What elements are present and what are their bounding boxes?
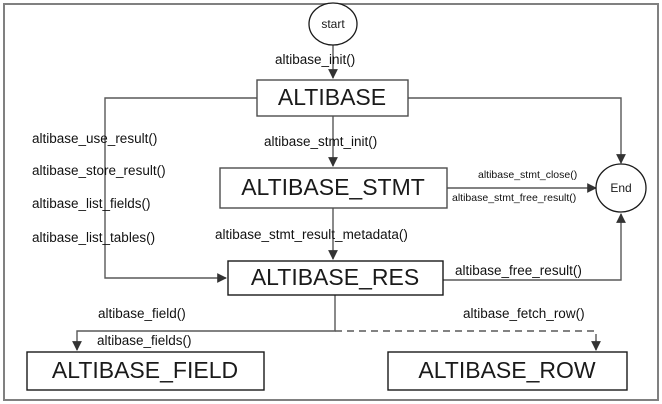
edge-altibase-to-res-left <box>104 97 257 283</box>
end-terminal-label: End <box>610 181 631 195</box>
node-altibase-row <box>387 351 628 391</box>
edge-label-list-fields: altibase_list_fields() <box>32 196 151 211</box>
node-altibase-res <box>227 260 444 296</box>
edge-label-stmt-init: altibase_stmt_init() <box>264 134 377 149</box>
edge-altibase-to-end <box>408 97 626 164</box>
edge-label-field: altibase_field() <box>98 306 186 321</box>
node-altibase-field-label: ALTIBASE_FIELD <box>52 357 238 383</box>
end-terminal <box>595 163 647 213</box>
node-altibase-res-label: ALTIBASE_RES <box>251 264 419 290</box>
node-altibase-stmt-label: ALTIBASE_STMT <box>241 174 425 200</box>
start-terminal <box>308 2 358 46</box>
node-altibase-row-label: ALTIBASE_ROW <box>418 357 596 383</box>
edge-label-use-result: altibase_use_result() <box>32 131 157 146</box>
edge-res-to-row-dashed <box>335 330 597 343</box>
start-terminal-label: start <box>321 17 345 31</box>
edge-label-free-result: altibase_free_result() <box>455 263 582 278</box>
edge-label-store-result: altibase_store_result() <box>32 163 166 178</box>
node-altibase-label: ALTIBASE <box>278 84 386 110</box>
edge-label-stmt-free-result: altibase_stmt_free_result() <box>452 192 576 204</box>
node-altibase-field <box>26 351 265 391</box>
edge-label-list-tables: altibase_list_tables() <box>32 230 155 245</box>
edge-label-fields: altibase_fields() <box>97 333 192 348</box>
node-altibase-stmt <box>219 167 448 209</box>
edge-label-fetch-row: altibase_fetch_row() <box>463 306 585 321</box>
edge-res-to-field <box>72 295 336 351</box>
edge-label-init: altibase_init() <box>275 52 355 67</box>
edge-label-stmt-close: altibase_stmt_close() <box>478 169 577 181</box>
edge-label-stmt-result-metadata: altibase_stmt_result_metadata() <box>215 227 408 242</box>
edge-res-to-end <box>443 213 626 281</box>
node-altibase <box>256 79 409 117</box>
